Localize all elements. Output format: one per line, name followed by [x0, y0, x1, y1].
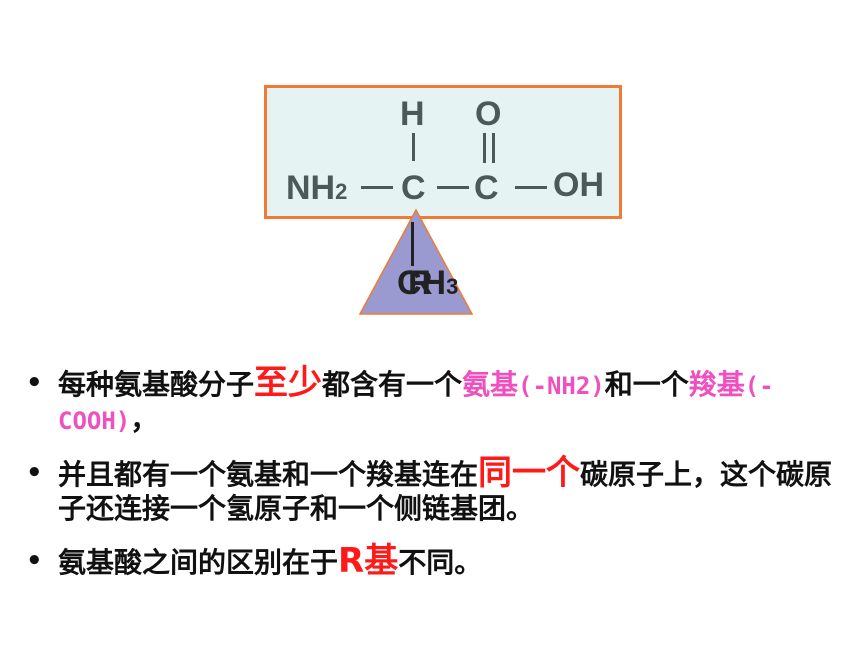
bullet-text-segment: 氨基酸之间的区别在于 — [58, 546, 339, 579]
bullet-text-segment: ， — [130, 403, 159, 436]
bullet-text-segment: 每种氨基酸分子 — [58, 368, 255, 401]
bullet-text-segment: 氨基 — [462, 368, 519, 401]
ch3-group: CH3 — [397, 264, 459, 302]
r-group-label: R — [408, 264, 433, 302]
bullet-text-segment: 不同。 — [398, 546, 483, 579]
bond-c-c — [437, 186, 469, 189]
bond-c-h — [412, 133, 415, 161]
structure-box — [264, 85, 622, 219]
bullet-list: 每种氨基酸分子至少都含有一个氨基(-NH2)和一个羧基(-COOH)， 并且都有… — [26, 366, 846, 598]
alpha-carbon: C — [401, 169, 426, 207]
bullet-text-segment: 碳原子上，这个碳原子还连接一个氢原子和一个侧链基团。 — [58, 458, 833, 525]
bullet-item-1: 每种氨基酸分子至少都含有一个氨基(-NH2)和一个羧基(-COOH)， — [26, 366, 846, 438]
bond-c-o-double-2 — [492, 133, 495, 163]
bond-c-r — [411, 222, 414, 266]
bullet-text-segment: (-NH2) — [518, 372, 605, 400]
bullet-text-segment: R基 — [338, 541, 399, 581]
bullet-text-segment: 都含有一个 — [322, 368, 463, 401]
bullet-text-segment: 同一个 — [478, 453, 581, 493]
top-hydrogen: H — [400, 95, 425, 133]
hydroxyl-group: OH — [553, 166, 604, 204]
top-oxygen: O — [475, 95, 502, 133]
bullet-item-2: 并且都有一个氨基和一个羧基连在同一个碳原子上，这个碳原子还连接一个氢原子和一个侧… — [26, 456, 846, 526]
carboxyl-carbon: C — [474, 169, 499, 207]
bullet-text-segment: (-COOH) — [58, 372, 774, 435]
bullet-text-segment: 至少 — [254, 363, 323, 403]
bond-n-c — [361, 186, 393, 189]
bond-c-o-double-1 — [483, 133, 486, 163]
bullet-text-segment: 羧基 — [688, 368, 745, 401]
amino-group: NH2 — [286, 169, 348, 207]
bullet-text-segment: 和一个 — [604, 368, 689, 401]
bond-c-oh — [515, 186, 547, 189]
r-group-triangle — [358, 208, 474, 315]
bullet-text-segment: 并且都有一个氨基和一个羧基连在 — [58, 458, 479, 491]
bullet-item-3: 氨基酸之间的区别在于R基不同。 — [26, 544, 846, 580]
